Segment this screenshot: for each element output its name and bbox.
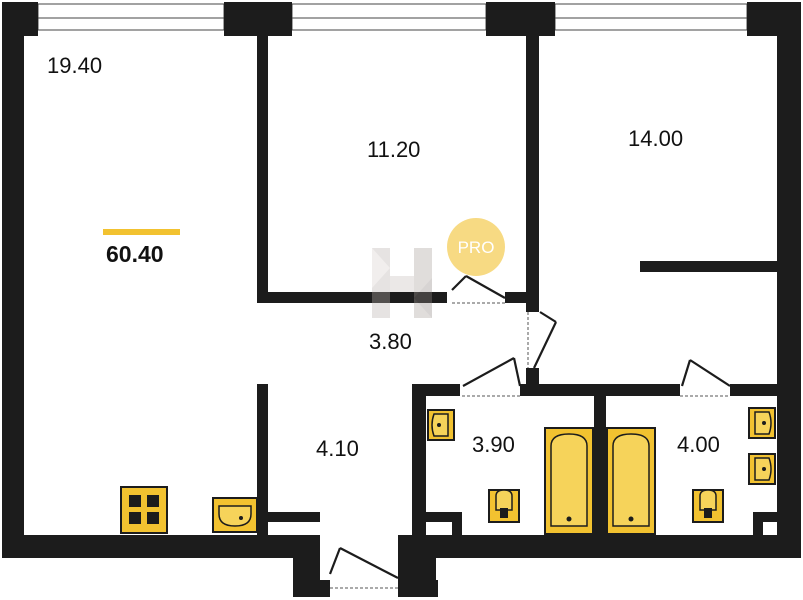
room-area-bath1: 3.90 xyxy=(472,432,515,457)
bath2-sink-bottom-icon xyxy=(748,453,776,485)
pro-badge-text: PRO xyxy=(458,238,495,257)
room-area-corridor: 4.10 xyxy=(316,436,359,461)
room-area-bedroom2: 14.00 xyxy=(628,126,683,151)
window-bedroom2 xyxy=(554,2,748,32)
bath1-toilet-icon xyxy=(488,489,520,523)
room-area-living: 19.40 xyxy=(47,53,102,78)
room-area-hall: 3.80 xyxy=(369,329,412,354)
bath2-toilet-icon xyxy=(692,489,724,523)
room-labels: 19.40 11.20 14.00 3.80 4.10 3.90 4.00 xyxy=(47,53,720,461)
fixtures xyxy=(120,407,776,535)
windows xyxy=(37,2,748,32)
bathtub-1-icon xyxy=(544,427,594,535)
window-living xyxy=(37,2,225,32)
total-area: 60.40 xyxy=(103,229,180,267)
total-area-value: 60.40 xyxy=(106,241,164,267)
door-entrance xyxy=(328,547,399,589)
pro-badge: PRO xyxy=(447,218,505,276)
bathtub-2-icon xyxy=(606,427,656,535)
bath2-sink-top-icon xyxy=(748,407,776,439)
door-bedroom2 xyxy=(527,311,557,369)
room-area-bath2: 4.00 xyxy=(677,432,720,457)
doors xyxy=(328,275,731,589)
kitchen-sink-icon xyxy=(212,497,258,533)
door-bedroom xyxy=(451,275,506,304)
total-area-underline xyxy=(103,229,180,235)
bath1-sink-icon xyxy=(427,409,455,441)
door-bath1 xyxy=(462,357,522,397)
door-bath2 xyxy=(680,359,731,397)
room-area-bedroom: 11.20 xyxy=(367,137,420,162)
watermark-logo xyxy=(372,248,432,318)
stove-icon xyxy=(120,486,168,534)
window-bedroom xyxy=(291,2,487,32)
